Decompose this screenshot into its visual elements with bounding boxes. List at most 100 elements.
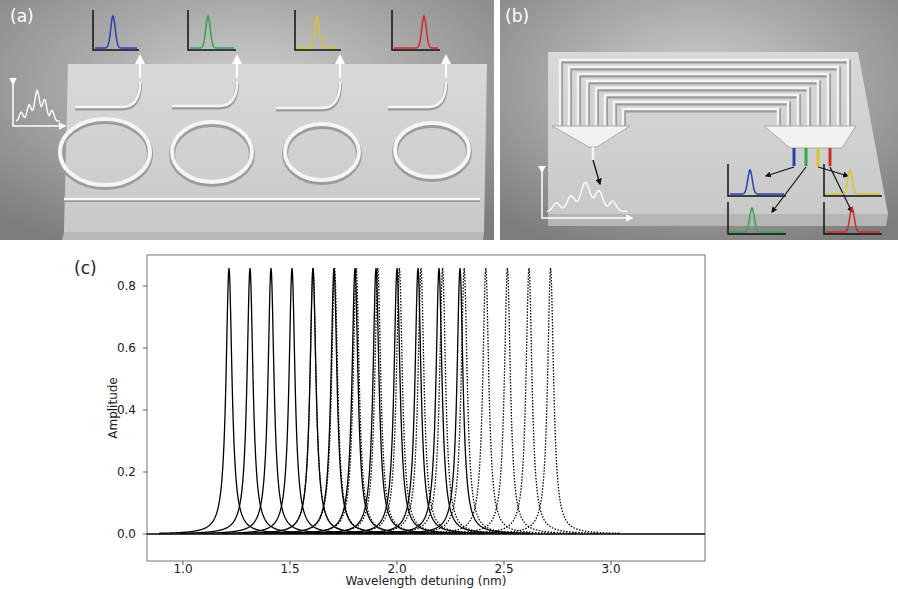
dotted-resonance bbox=[437, 268, 577, 533]
tick-label: 1.0 bbox=[173, 563, 192, 575]
panel-label: (c) bbox=[74, 260, 97, 277]
dotted-resonance bbox=[286, 268, 426, 533]
inset-axes bbox=[728, 164, 786, 196]
bus-waveguide bbox=[64, 198, 480, 201]
y-tick bbox=[143, 410, 147, 411]
waveguide-array-shadow bbox=[588, 83, 819, 130]
input-waveguide bbox=[592, 147, 595, 160]
spectrum-inset bbox=[392, 10, 440, 50]
tick-label: 3.0 bbox=[601, 563, 620, 575]
output-waveguide bbox=[793, 148, 796, 166]
spectrum-inset bbox=[728, 164, 786, 196]
tick-label: 0.8 bbox=[117, 280, 136, 292]
output-arrow bbox=[772, 167, 806, 212]
broadband-spectrum bbox=[16, 90, 60, 121]
y-tick bbox=[143, 472, 147, 473]
output-arrow bbox=[339, 56, 341, 78]
solid-resonance bbox=[369, 268, 509, 533]
dotted-resonance bbox=[394, 268, 534, 533]
waveguide-array-shadow bbox=[579, 76, 829, 130]
drop-waveguide bbox=[75, 82, 140, 107]
spectrum-inset bbox=[93, 10, 139, 50]
panel-label: (a) bbox=[10, 8, 34, 25]
spectral-peak bbox=[826, 170, 880, 194]
panel-b-background bbox=[500, 0, 898, 240]
chip-top-face bbox=[64, 64, 487, 232]
output-waveguide bbox=[829, 148, 832, 166]
tick-label: 0.2 bbox=[117, 466, 136, 478]
inset-axes bbox=[824, 164, 882, 196]
input-star-coupler bbox=[552, 126, 630, 147]
waveguide-array-shadow bbox=[624, 111, 779, 130]
microring-resonator bbox=[395, 123, 469, 177]
chip-front-face bbox=[548, 214, 888, 226]
output-arrow bbox=[766, 167, 794, 176]
dotted-resonance bbox=[416, 268, 556, 533]
y-tick bbox=[143, 286, 147, 287]
drop-waveguide bbox=[276, 82, 340, 108]
solid-resonance bbox=[348, 268, 488, 533]
solid-resonance bbox=[222, 268, 362, 533]
drop-waveguide bbox=[388, 82, 446, 107]
output-star-coupler bbox=[764, 126, 856, 148]
dotted-resonance bbox=[329, 268, 469, 533]
inset-axes bbox=[13, 84, 65, 126]
broadband-spectrum bbox=[547, 182, 627, 211]
waveguide-array bbox=[596, 88, 808, 128]
dotted-resonance bbox=[459, 268, 599, 533]
tick-label: 0.0 bbox=[117, 528, 136, 540]
baseline bbox=[147, 533, 705, 534]
tick-label: 0.6 bbox=[117, 342, 136, 354]
microring-resonator bbox=[285, 124, 359, 180]
spectral-peak bbox=[95, 16, 137, 48]
chip-top-face bbox=[548, 52, 888, 214]
dotted-resonance bbox=[481, 268, 621, 533]
waveguide-array bbox=[614, 102, 788, 128]
spectrum-inset bbox=[188, 10, 236, 50]
spectrum-inset bbox=[728, 202, 786, 234]
spectral-peak bbox=[730, 170, 784, 194]
bus-waveguide-shadow bbox=[64, 198, 480, 202]
inset-axes bbox=[542, 172, 632, 218]
waveguide-array-shadow bbox=[597, 90, 809, 130]
output-arrow bbox=[139, 56, 141, 78]
output-arrow bbox=[445, 56, 447, 78]
output-waveguide bbox=[817, 148, 820, 166]
axis-title: Wavelength detuning (nm) bbox=[346, 575, 507, 587]
spectral-peak bbox=[826, 208, 880, 232]
spectral-peak bbox=[297, 16, 339, 48]
spectral-peak bbox=[730, 208, 784, 232]
dotted-resonance bbox=[373, 268, 513, 533]
inset-axes bbox=[392, 10, 440, 50]
dotted-resonance bbox=[265, 268, 405, 533]
solid-resonance bbox=[201, 268, 341, 533]
inset-axes bbox=[188, 10, 236, 50]
output-waveguide bbox=[805, 148, 808, 166]
solid-resonance bbox=[180, 268, 320, 533]
tick-label: 2.0 bbox=[387, 563, 406, 575]
panel-label: (b) bbox=[505, 8, 529, 25]
spectral-peak bbox=[394, 16, 438, 48]
solid-resonance bbox=[264, 268, 404, 533]
waveguide-array-shadow bbox=[570, 69, 839, 130]
dotted-resonance bbox=[351, 268, 491, 533]
tick-label: 2.5 bbox=[494, 563, 513, 575]
inset-axes bbox=[728, 202, 786, 234]
dotted-resonance bbox=[308, 268, 448, 533]
tick-label: 1.5 bbox=[280, 563, 299, 575]
tick-label: 0.4 bbox=[117, 404, 136, 416]
microring-resonator bbox=[60, 119, 150, 185]
chip-front-face bbox=[62, 232, 484, 240]
plot-frame bbox=[147, 255, 705, 561]
output-arrow bbox=[236, 56, 238, 78]
solid-resonance bbox=[285, 268, 425, 533]
y-tick bbox=[143, 348, 147, 349]
drop-waveguide bbox=[172, 82, 237, 106]
spectrum-inset bbox=[824, 164, 882, 196]
waveguide-array-shadow bbox=[606, 97, 799, 130]
inset-axes bbox=[295, 10, 341, 50]
solid-resonance bbox=[159, 268, 299, 533]
spectral-peak bbox=[190, 16, 234, 48]
